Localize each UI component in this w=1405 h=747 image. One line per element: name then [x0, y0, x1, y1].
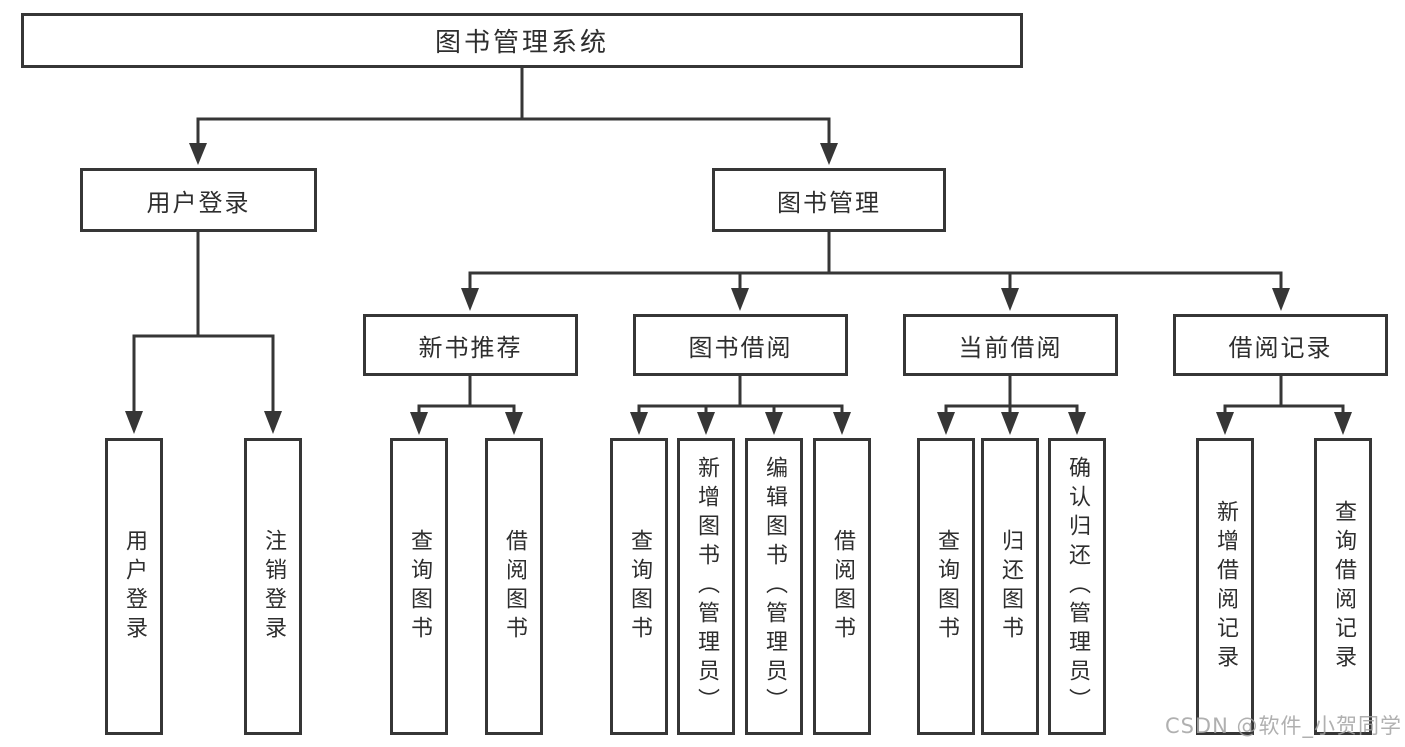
node-library-management-system: 图书管理系统: [21, 13, 1023, 68]
node-label: 图书借阅: [688, 333, 793, 362]
node-label: 归还图书: [998, 528, 1023, 645]
node-label: 用户登录: [122, 528, 147, 645]
leaf-add-books-admin: 新增图书（管理员）: [677, 438, 735, 735]
leaf-edit-books-admin: 编辑图书（管理员）: [745, 438, 803, 735]
node-borrowing-records: 借阅记录: [1173, 314, 1388, 376]
node-label: 借阅图书: [830, 528, 855, 645]
node-label: 当前借阅: [958, 333, 1063, 362]
node-label: 注销登录: [261, 528, 286, 645]
leaf-return-books: 归还图书: [981, 438, 1039, 735]
node-label: 用户登录: [146, 188, 251, 217]
node-label: 新书推荐: [418, 333, 523, 362]
node-label: 借阅图书: [502, 528, 527, 645]
node-label: 编辑图书（管理员）: [762, 456, 787, 717]
node-label: 确认归还（管理员）: [1065, 456, 1090, 717]
leaf-user-login: 用户登录: [105, 438, 163, 735]
leaf-confirm-return-admin: 确认归还（管理员）: [1048, 438, 1106, 735]
node-label: 查询借阅记录: [1331, 499, 1356, 674]
node-current-borrowing: 当前借阅: [903, 314, 1118, 376]
node-book-management: 图书管理: [712, 168, 946, 232]
leaf-query-books-current: 查询图书: [917, 438, 975, 735]
node-label: 借阅记录: [1228, 333, 1333, 362]
node-label: 图书管理: [777, 188, 881, 217]
leaf-logout: 注销登录: [244, 438, 302, 735]
leaf-query-books-recommend: 查询图书: [390, 438, 448, 735]
node-label: 新增图书（管理员）: [694, 456, 719, 717]
node-label: 图书管理系统: [434, 28, 609, 58]
leaf-borrow-books-borrowing: 借阅图书: [813, 438, 871, 735]
node-label: 查询图书: [407, 528, 432, 645]
leaf-query-borrow-record: 查询借阅记录: [1314, 438, 1372, 735]
node-book-borrowing: 图书借阅: [633, 314, 848, 376]
node-label: 查询图书: [627, 528, 652, 645]
node-label: 新增借阅记录: [1213, 499, 1238, 674]
node-user-login: 用户登录: [80, 168, 317, 232]
watermark-text: CSDN @软件_小贺同学: [1164, 714, 1402, 738]
node-label: 查询图书: [934, 528, 959, 645]
arrowheads: [125, 143, 1352, 435]
leaf-add-borrow-record: 新增借阅记录: [1196, 438, 1254, 735]
leaf-query-books-borrowing: 查询图书: [610, 438, 668, 735]
leaf-borrow-books-recommend: 借阅图书: [485, 438, 543, 735]
node-new-book-recommendation: 新书推荐: [363, 314, 578, 376]
